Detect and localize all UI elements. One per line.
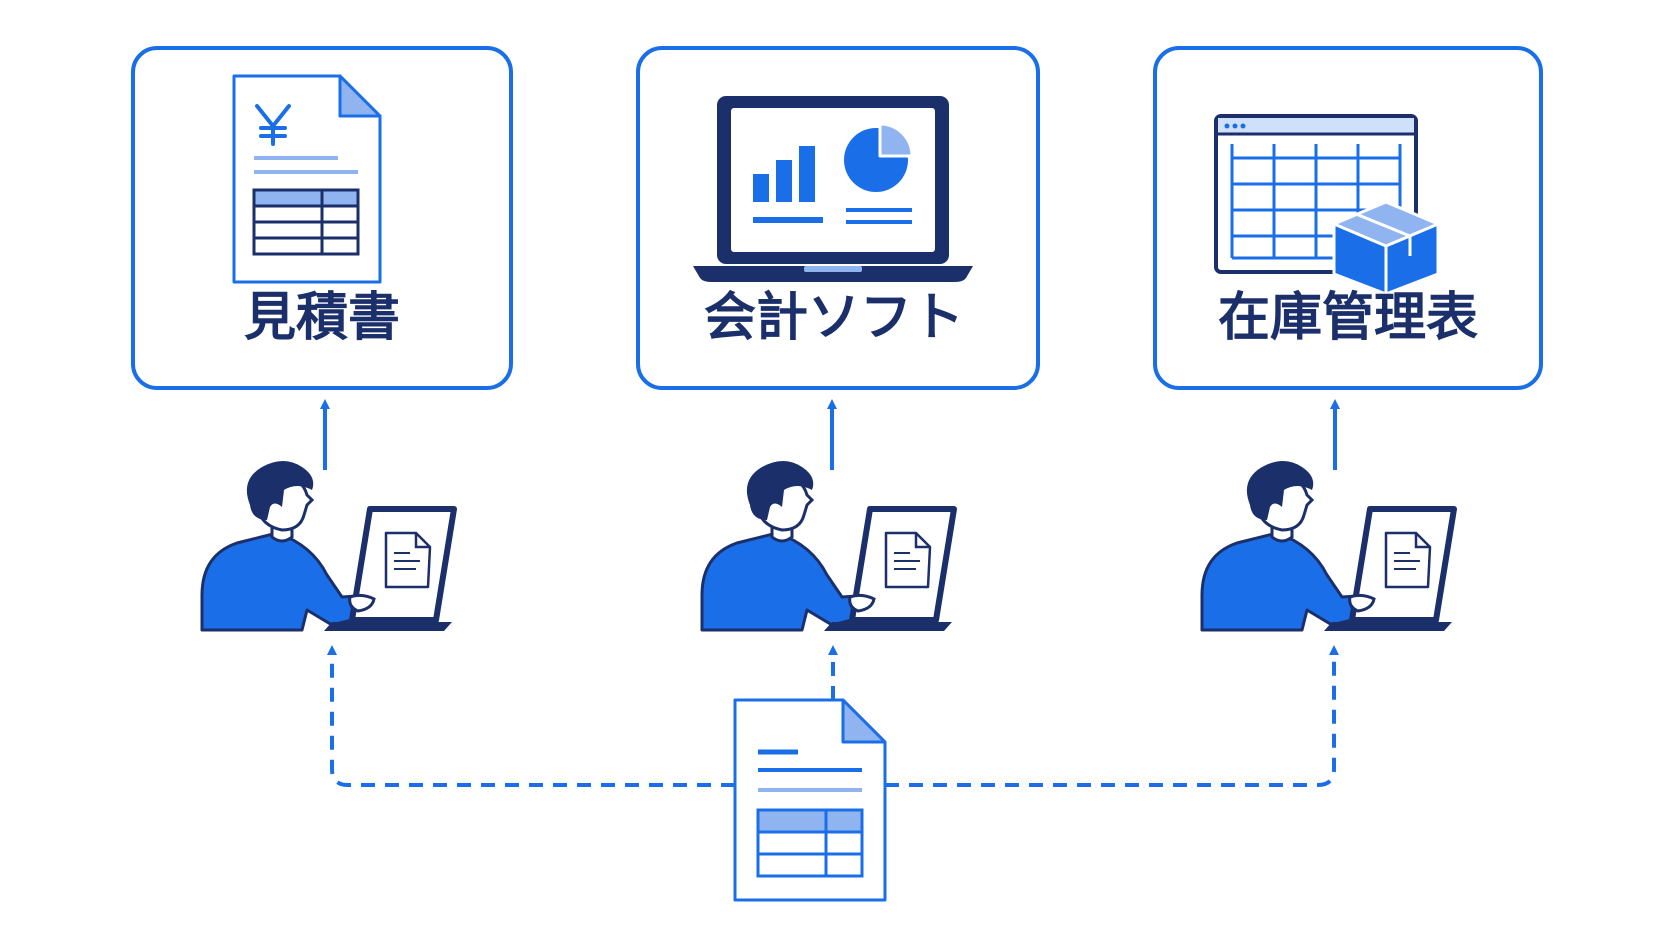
yen-document-icon — [232, 74, 382, 284]
dashed-connector-to-worker-1 — [327, 645, 735, 787]
box-label-accounting: 会計ソフト — [704, 288, 964, 348]
box-quote: 見積書 — [131, 46, 513, 390]
box-accounting: 会計ソフト — [636, 46, 1040, 390]
box-inventory: 在庫管理表 — [1153, 46, 1543, 390]
box-label-quote: 見積書 — [244, 288, 400, 348]
dashed-connector-to-worker-3 — [885, 645, 1339, 787]
laptop-chart-icon — [693, 96, 973, 282]
spreadsheet-box-icon — [1214, 114, 1440, 296]
box-label-inventory: 在庫管理表 — [1218, 288, 1478, 348]
source-document-icon — [733, 698, 887, 902]
worker-3-person-at-laptop-icon — [1202, 461, 1454, 631]
worker-2-person-at-laptop-icon — [702, 461, 954, 631]
worker-1-person-at-laptop-icon — [202, 461, 454, 631]
